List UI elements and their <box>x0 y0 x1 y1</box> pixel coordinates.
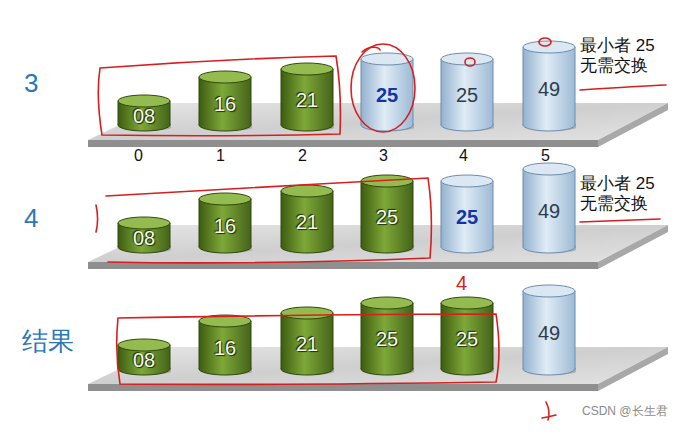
note-text: 最小者 25 无需交换 <box>580 36 668 76</box>
value-cylinder: 16 <box>198 192 252 254</box>
value-cylinder: 21 <box>280 306 334 376</box>
value-cylinder: 21 <box>280 62 334 132</box>
index-number: 3 <box>379 147 388 166</box>
value-cylinder: 25 <box>440 296 494 376</box>
value-text: 16 <box>198 215 252 237</box>
value-text: 25 <box>440 206 494 228</box>
value-text: 08 <box>117 349 171 371</box>
step-number: 3 <box>24 68 38 99</box>
handwritten-number: 4 <box>456 272 467 296</box>
value-cylinder: 16 <box>198 70 252 132</box>
value-text: 49 <box>522 200 576 222</box>
value-text: 16 <box>198 93 252 115</box>
value-cylinder: 25 <box>440 52 494 132</box>
value-cylinder: 16 <box>198 314 252 376</box>
value-text: 25 <box>360 206 414 228</box>
value-text: 25 <box>360 84 414 106</box>
value-cylinder: 25 <box>360 174 414 254</box>
value-cylinder: 25 <box>440 174 494 254</box>
index-number: 4 <box>459 147 468 166</box>
value-cylinder: 08 <box>117 216 171 254</box>
value-text: 25 <box>360 328 414 350</box>
value-text: 21 <box>280 333 334 355</box>
index-number: 0 <box>134 147 143 166</box>
value-cylinder: 25 <box>360 296 414 376</box>
index-number: 5 <box>541 147 550 166</box>
value-cylinder: 08 <box>117 94 171 132</box>
value-cylinder: 25 <box>360 52 414 132</box>
value-text: 21 <box>280 211 334 233</box>
value-text: 16 <box>198 337 252 359</box>
step-number: 4 <box>24 203 38 234</box>
note-text: 最小者 25 无需交换 <box>580 174 668 214</box>
index-number: 2 <box>298 147 307 166</box>
value-cylinder: 08 <box>117 338 171 376</box>
value-cylinder: 49 <box>522 162 576 254</box>
step-label: 结果 <box>22 326 74 357</box>
index-number: 1 <box>216 147 225 166</box>
value-text: 25 <box>440 84 494 106</box>
value-text: 08 <box>117 105 171 127</box>
value-text: 49 <box>522 322 576 344</box>
value-cylinder: 49 <box>522 284 576 376</box>
value-text: 49 <box>522 78 576 100</box>
value-text: 08 <box>117 227 171 249</box>
value-cylinder: 21 <box>280 184 334 254</box>
value-cylinder: 49 <box>522 40 576 132</box>
value-text: 21 <box>280 89 334 111</box>
value-text: 25 <box>440 328 494 350</box>
watermark: CSDN @长生君 <box>582 404 668 418</box>
